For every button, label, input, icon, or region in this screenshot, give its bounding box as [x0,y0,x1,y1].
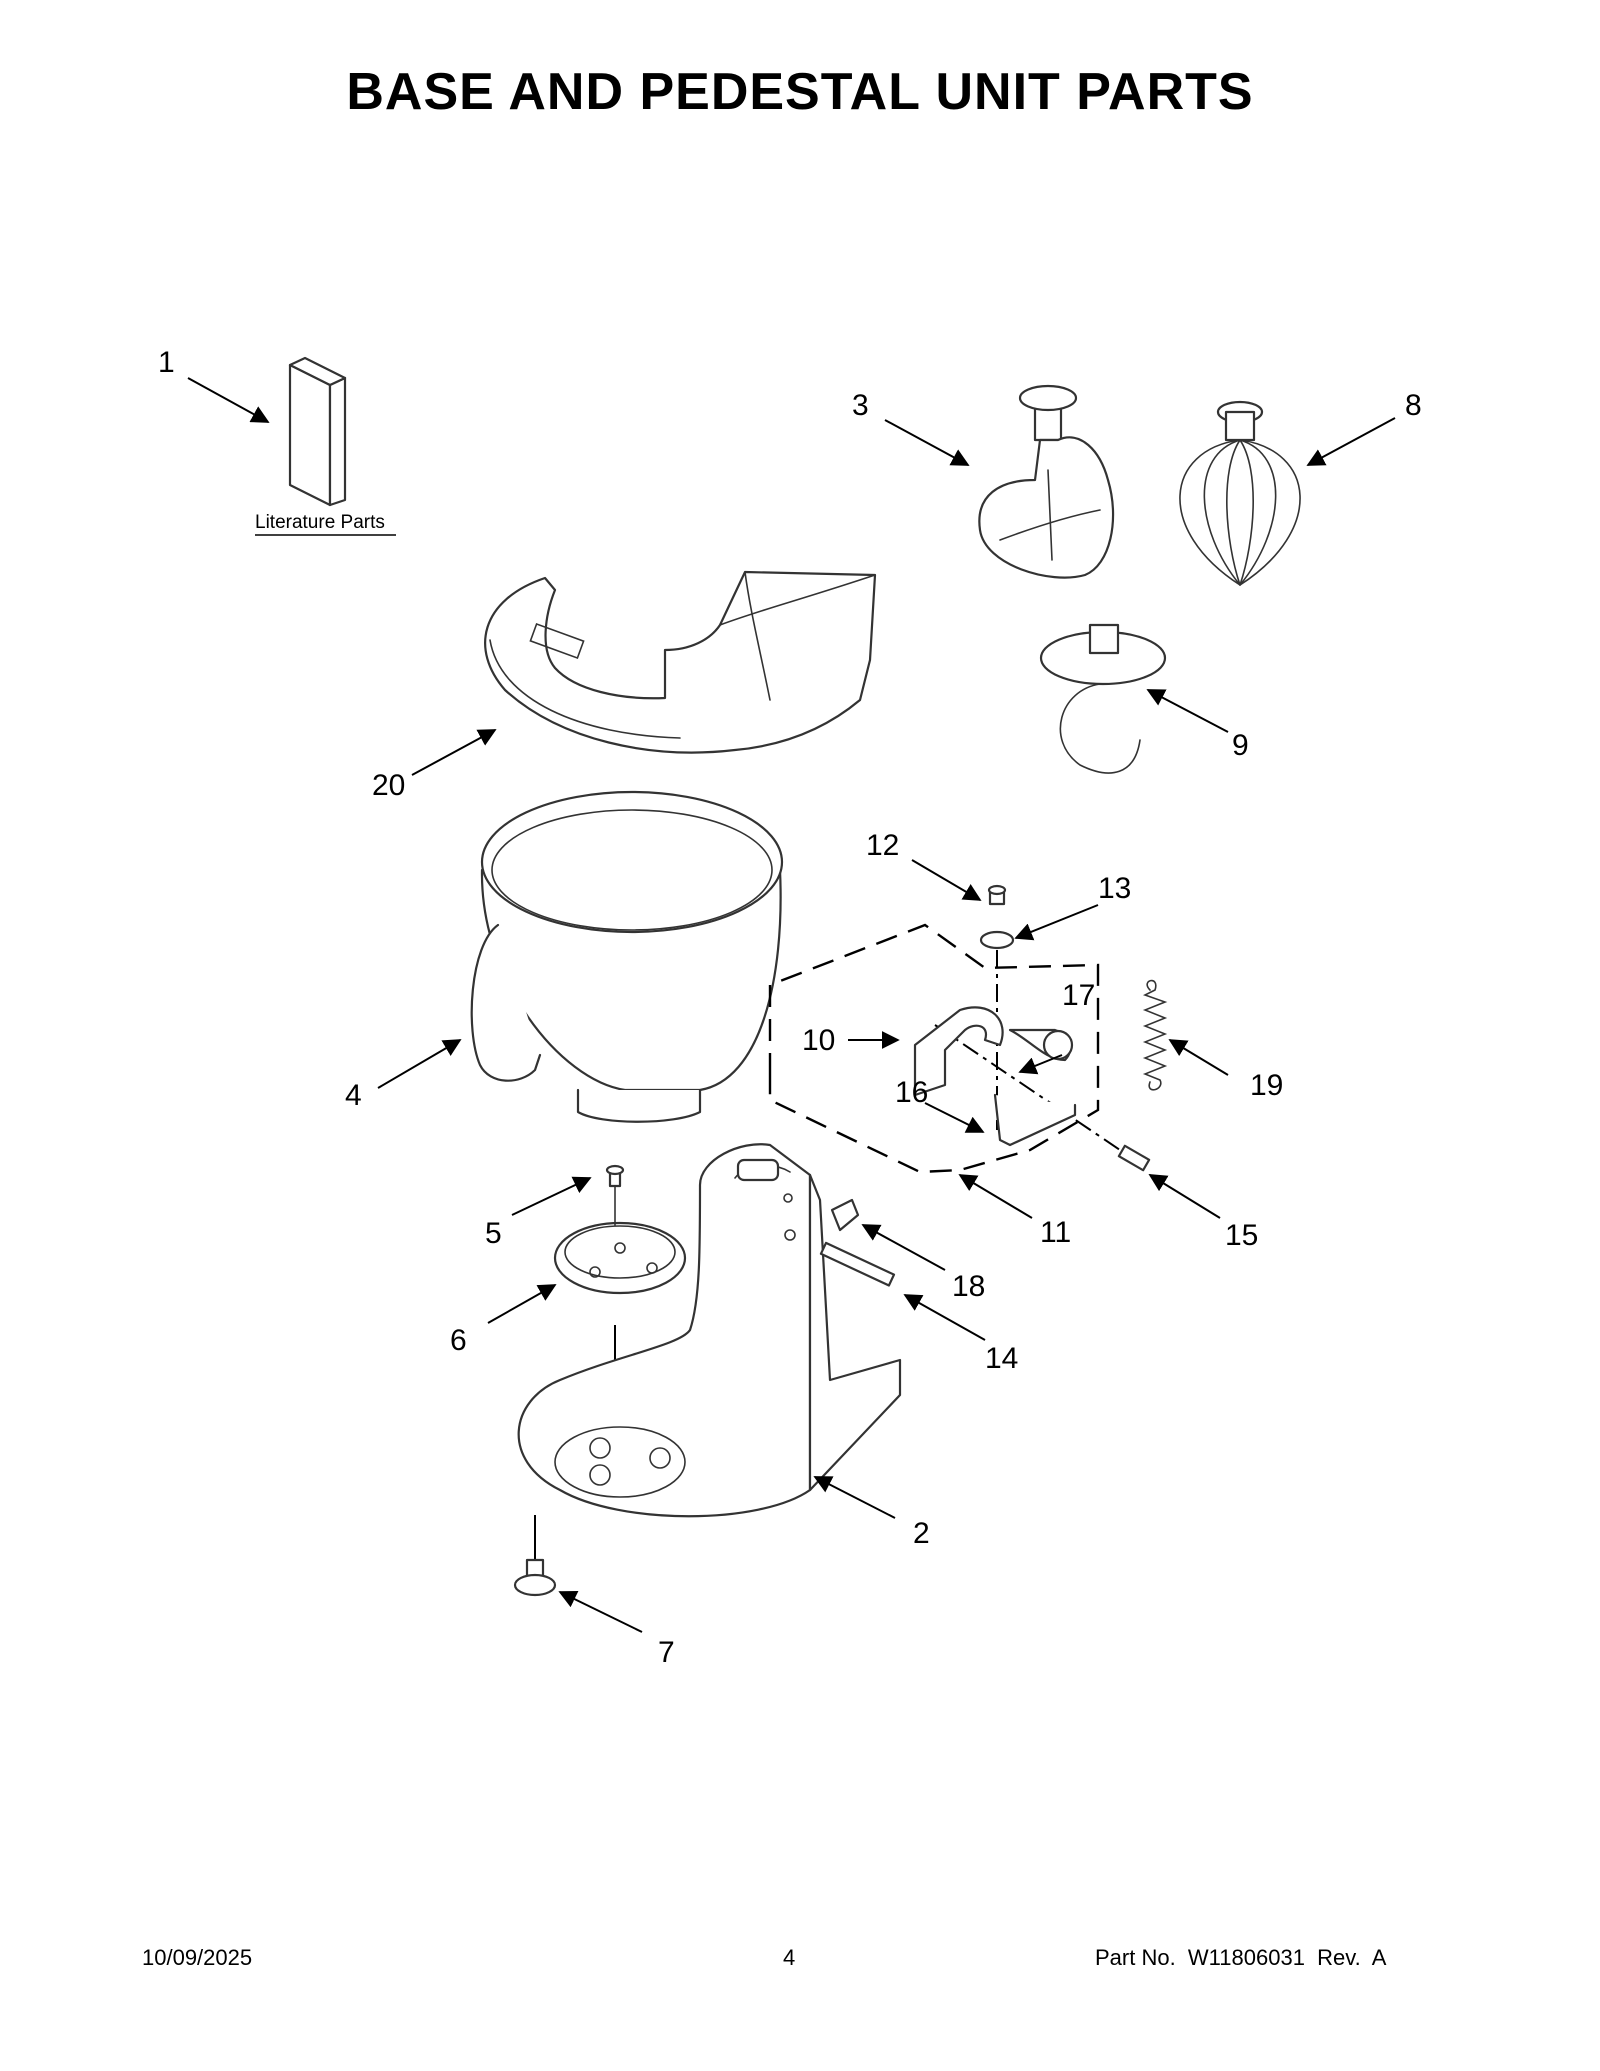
callout-2: 2 [913,1517,930,1550]
wire-whip-drawing [1179,400,1301,586]
assembly-box-outline [768,923,1100,1174]
callout-7: 7 [658,1636,675,1669]
callout-numbers: 1 2 3 4 5 6 7 8 9 10 11 12 13 14 15 16 1… [158,346,1422,1669]
literature-parts-label: Literature Parts [255,512,385,533]
callout-5: 5 [485,1217,502,1250]
callout-9: 9 [1232,729,1249,762]
pouring-shield-drawing [484,570,877,754]
footer-page-number: 4 [783,1945,796,1970]
callout-20: 20 [372,769,405,802]
callout-17: 17 [1062,979,1095,1012]
leader-lines [187,377,1396,1633]
foot-drawing [513,1515,557,1597]
clamp-plate-drawing [553,1164,687,1370]
callout-1: 1 [158,346,175,379]
flat-beater-drawing [978,384,1115,579]
callout-3: 3 [852,389,869,422]
callout-8: 8 [1405,389,1422,422]
callout-12: 12 [866,829,899,862]
callout-13: 13 [1098,872,1131,905]
callout-11: 11 [1040,1216,1071,1249]
callout-6: 6 [450,1324,467,1357]
screw-washer-drawing [979,884,1015,950]
pedestal-base-drawing [517,1143,902,1518]
bowl-drawing [470,790,784,1123]
callout-19: 19 [1250,1069,1283,1102]
literature-parts-drawing [288,356,347,507]
footer-part-number: Part No. W11806031 Rev. A [1095,1945,1387,1970]
pin-drawing [1117,1144,1151,1172]
callout-18: 18 [952,1270,985,1303]
lever-drawing [830,1198,860,1232]
callout-15: 15 [1225,1219,1258,1252]
callout-14: 14 [985,1342,1018,1375]
hinge-pin-drawing [819,1241,896,1287]
dough-hook-drawing [1039,623,1167,774]
page-title: BASE AND PEDESTAL UNIT PARTS [346,63,1254,121]
footer-date: 10/09/2025 [142,1945,253,1970]
callout-16: 16 [895,1076,928,1109]
hinge-bracket-drawing [913,1006,1077,1147]
spring-drawing [1142,979,1168,1091]
callout-10: 10 [802,1024,835,1057]
callout-4: 4 [345,1079,362,1112]
